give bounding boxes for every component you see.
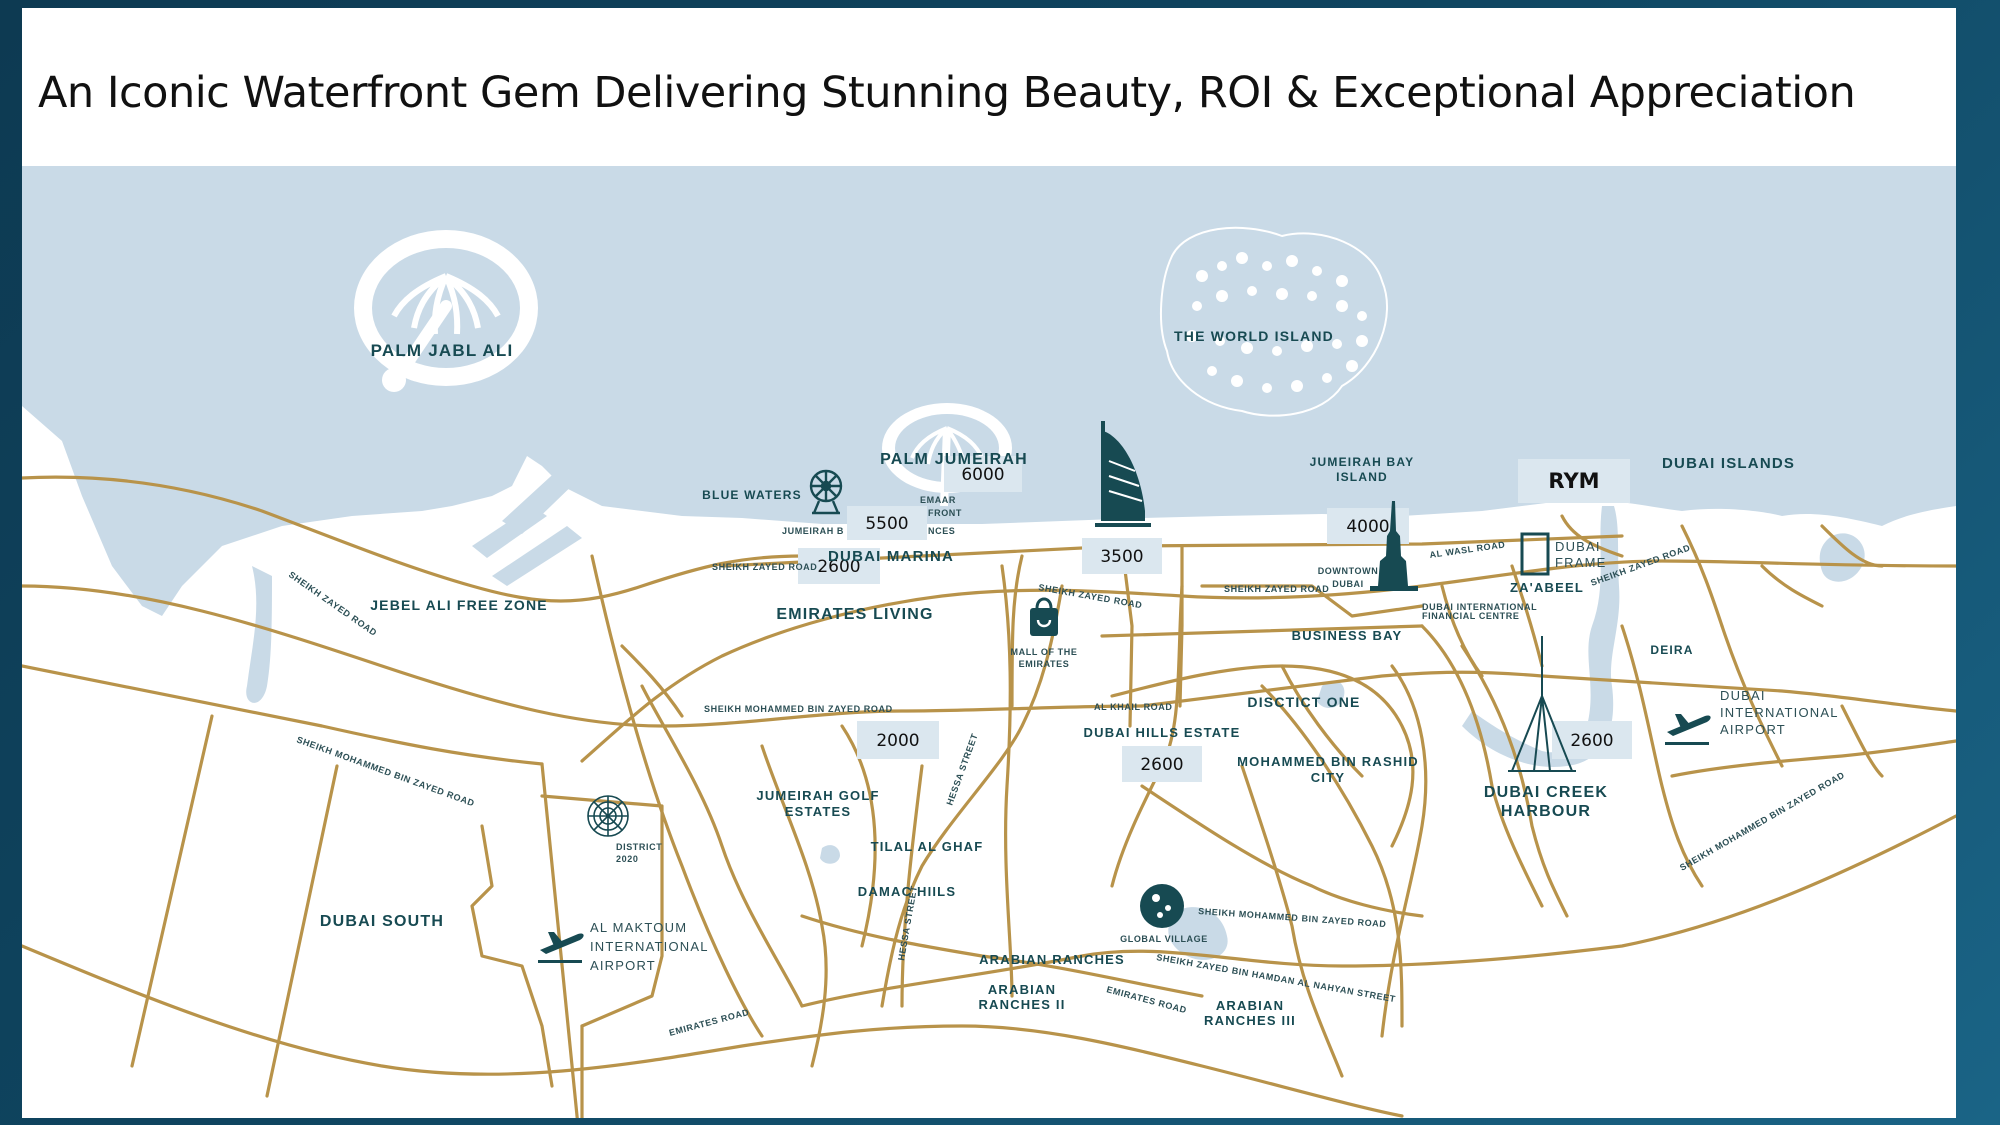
price-creek-harbour: 2600 [1570, 731, 1613, 751]
road-smbz-west: SHEIKH MOHAMMED BIN ZAYED ROAD [295, 734, 476, 808]
label-ar1: ARABIAN RANCHES [979, 952, 1125, 967]
label-difc-1: DUBAI INTERNATIONAL [1422, 602, 1537, 612]
area-labels: PALM JABL ALI THE WORLD ISLAND PALM JUME… [320, 328, 1839, 1028]
price-palm-jumeirah: 6000 [961, 465, 1004, 485]
airplane-icon [1665, 714, 1711, 745]
label-jge-1: JUMEIRAH GOLF [756, 788, 879, 803]
dubai-map: 6000 5500 2600 3500 4000 2000 2600 2600 … [22, 166, 1956, 1118]
expo-logo-icon [587, 795, 629, 837]
label-blue-waters: BLUE WATERS [702, 488, 802, 502]
label-tilal: TILAL AL GHAF [871, 839, 984, 854]
label-dxb-1: DUBAI [1720, 688, 1766, 703]
label-palm-jumeirah: PALM JUMEIRAH [880, 451, 1028, 468]
label-emaar-1: EMAAR [920, 495, 956, 505]
road-smbz-mid: SHEIKH MOHAMMED BIN ZAYED ROAD [704, 704, 893, 714]
road-emirates-2: EMIRATES ROAD [1105, 984, 1187, 1015]
label-dxb-2: INTERNATIONAL [1720, 705, 1839, 720]
road-network [22, 475, 1956, 1118]
label-district2020-1: DISTRICT [616, 842, 662, 852]
label-dubai-frame-2: FRAME [1555, 555, 1607, 570]
road-szr-west: SHEIKH ZAYED ROAD [287, 569, 379, 638]
jebel-ali-port [246, 466, 582, 703]
label-jumeirah-beach: JUMEIRAH B [782, 526, 844, 536]
road-smbz-east: SHEIKH MOHAMMED BIN ZAYED ROAD [1678, 770, 1846, 873]
label-mall-2: EMIRATES [1019, 659, 1070, 669]
label-dwc-1: AL MAKTOUM [590, 920, 687, 935]
road-shzbh: SHEIKH ZAYED BIN HAMDAN AL NAHYAN STREET [1156, 952, 1397, 1004]
shopping-bag-icon [1030, 597, 1058, 636]
label-jumeirah-bay-2: ISLAND [1336, 470, 1388, 484]
road-emirates-1: EMIRATES ROAD [668, 1007, 750, 1038]
label-emaar-2: FRONT [928, 508, 962, 518]
price-jbr: 5500 [865, 514, 908, 534]
label-dwc-3: AIRPORT [590, 958, 656, 973]
label-dxb-3: AIRPORT [1720, 722, 1786, 737]
label-dubai-islands: DUBAI ISLANDS [1662, 455, 1795, 472]
label-ar2-2: RANCHES II [978, 997, 1065, 1012]
sea [22, 166, 1956, 616]
label-deira: DEIRA [1650, 643, 1693, 657]
label-zabeel: ZA'ABEEL [1510, 580, 1584, 595]
label-jumeirah-bay-1: JUMEIRAH BAY [1310, 455, 1415, 469]
road-szr-marina: SHEIKH ZAYED ROAD [712, 562, 817, 572]
ferris-wheel-icon [809, 469, 843, 515]
label-emirates-living: EMIRATES LIVING [776, 606, 933, 623]
label-palm-jabal-ali: PALM JABL ALI [371, 341, 514, 360]
rym-project-marker: RYM [1548, 469, 1599, 493]
label-jge-2: ESTATES [785, 804, 851, 819]
label-ar2-1: ARABIAN [988, 982, 1056, 997]
label-district2020-2: 2020 [616, 854, 638, 864]
label-damac: DAMAC HIILS [858, 884, 956, 899]
price-emirates-living: 2600 [817, 557, 860, 577]
world-islands [1159, 226, 1388, 417]
price-dubai-hills: 2600 [1140, 755, 1183, 775]
label-dwc-2: INTERNATIONAL [590, 939, 709, 954]
label-difc-2: FINANCIAL CENTRE [1422, 611, 1519, 621]
label-ar3-2: RANCHES III [1204, 1013, 1296, 1028]
label-ar3-1: ARABIAN [1216, 998, 1284, 1013]
label-mbr-1: MOHAMMED BIN RASHID [1237, 754, 1419, 769]
creek-tower-icon [1508, 636, 1576, 772]
label-creek-1: DUBAI CREEK [1484, 784, 1608, 801]
label-dubai-hills: DUBAI HILLS ESTATE [1084, 725, 1241, 740]
price-burj-al-arab: 3500 [1100, 547, 1143, 567]
label-global-village: GLOBAL VILLAGE [1120, 934, 1208, 944]
slide-title: An Iconic Waterfront Gem Delivering Stun… [38, 68, 1856, 118]
road-al-khail: AL KHAIL ROAD [1094, 702, 1172, 712]
label-creek-2: HARBOUR [1501, 803, 1591, 820]
slide: An Iconic Waterfront Gem Delivering Stun… [22, 8, 1956, 1118]
global-village-icon [1140, 884, 1184, 928]
airplane-icon [538, 932, 584, 963]
label-downtown-1: DOWNTOWN [1318, 566, 1379, 576]
price-boxes: 6000 5500 2600 3500 4000 2000 2600 2600 … [798, 456, 1632, 782]
label-mall-1: MALL OF THE [1011, 647, 1078, 657]
burj-khalifa-icon [1370, 501, 1418, 591]
label-residences: NCES [928, 526, 955, 536]
label-district-one: DISCTICT ONE [1247, 694, 1360, 710]
label-jebel-ali: JEBEL ALI FREE ZONE [370, 597, 548, 613]
label-dubai-marina: DUBAI MARINA [828, 548, 954, 565]
label-mbr-2: CITY [1311, 770, 1345, 785]
palm-jabal-ali [354, 230, 538, 392]
label-world-island: THE WORLD ISLAND [1174, 328, 1334, 344]
label-dubai-frame-1: DUBAI [1555, 539, 1601, 554]
label-business-bay: BUSINESS BAY [1292, 628, 1403, 643]
label-downtown-2: DUBAI [1332, 579, 1364, 589]
burj-al-arab-icon [1095, 421, 1151, 527]
price-jumeirah-bay: 4000 [1346, 517, 1389, 537]
dubai-frame-icon [1520, 532, 1550, 576]
price-jumeirah-golf: 2000 [876, 731, 919, 751]
road-szr-downtown: SHEIKH ZAYED ROAD [1224, 584, 1329, 594]
label-dubai-south: DUBAI SOUTH [320, 913, 444, 930]
